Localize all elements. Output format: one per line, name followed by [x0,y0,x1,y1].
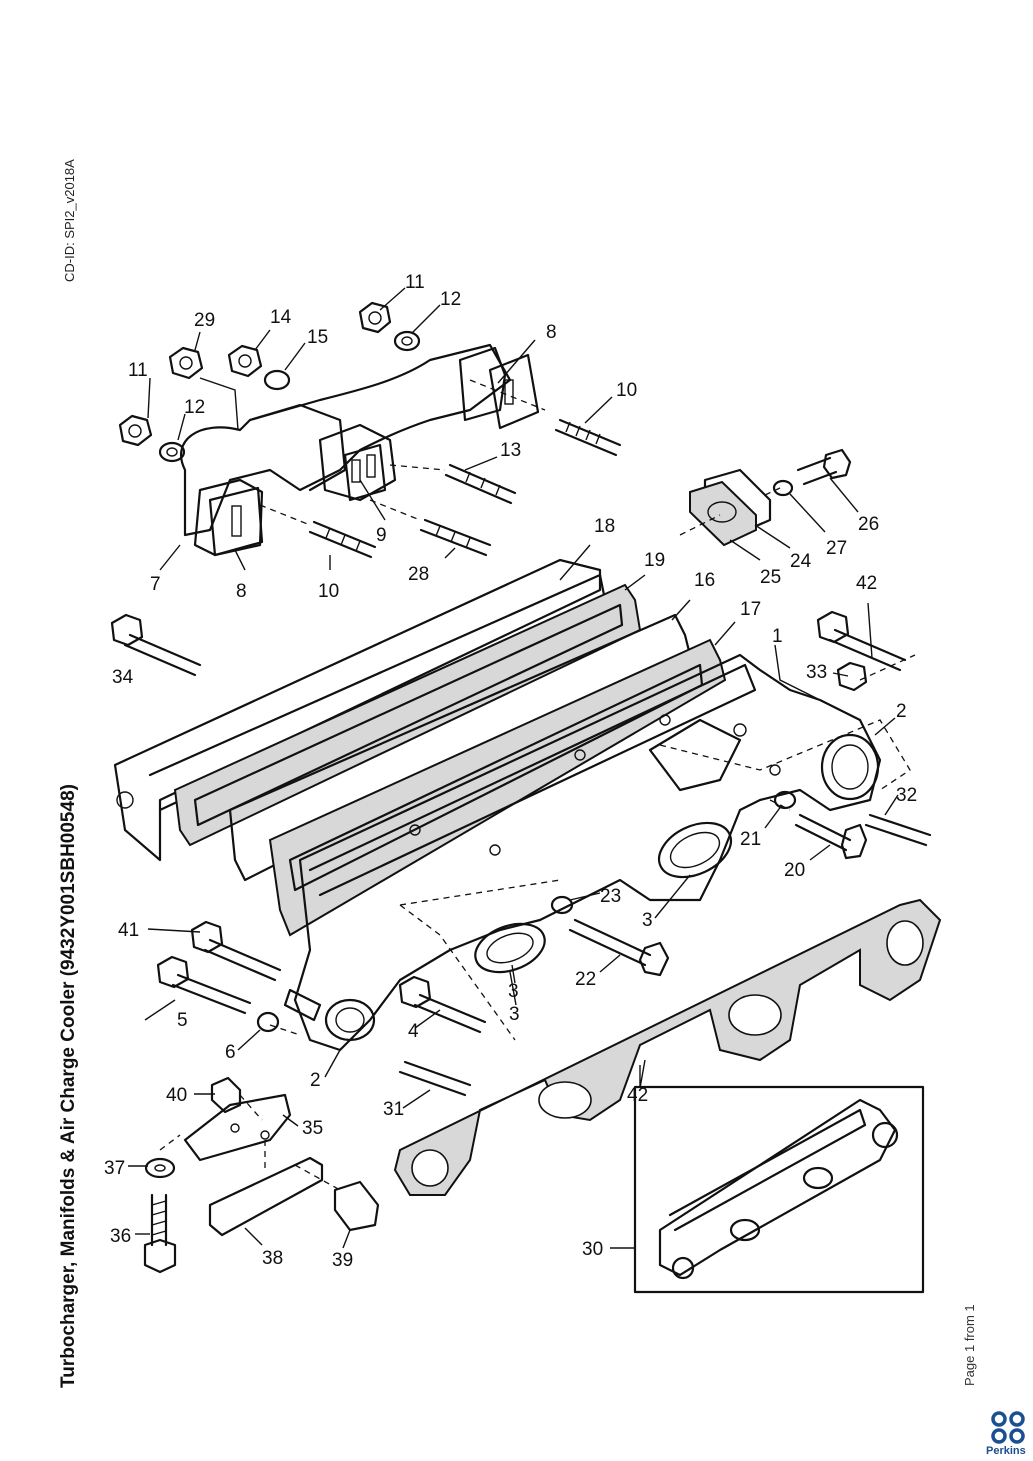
callout-40: 40 [166,1085,187,1106]
callout-16: 16 [694,570,715,591]
callout-2: 2 [310,1070,321,1091]
callout-39: 39 [332,1250,353,1271]
brand-name: Perkins [986,1445,1026,1457]
callout-33: 33 [806,662,827,683]
callout-15: 15 [307,327,328,348]
callout-8: 8 [236,581,247,602]
callout-37: 37 [104,1158,125,1179]
cover-plate-assembly [689,448,852,547]
callout-11: 11 [128,360,148,381]
callout-3: 3 [508,981,519,1002]
callout-18: 18 [594,516,615,537]
callout-21: 21 [740,829,761,850]
stud-set [308,418,622,559]
nut-and-washer-group-top [118,301,421,463]
callout-11: 11 [405,272,425,293]
callout-34: 34 [112,667,134,688]
callout-25: 25 [760,567,781,588]
leader-lines [128,287,899,1249]
callout-36: 36 [110,1226,131,1247]
callout-20: 20 [784,860,805,881]
air-charge-cooler-stack [113,558,727,937]
callout-labels: 11 12 8 10 29 14 15 11 12 13 9 7 8 10 28… [104,272,917,1271]
callout-7: 7 [150,574,161,595]
callout-3: 3 [642,910,653,931]
callout-3: 3 [509,1004,520,1025]
manifold-gasket [393,898,942,1196]
callout-28: 28 [408,564,429,585]
callout-22: 22 [575,969,596,990]
callout-23: 23 [600,886,621,907]
callout-38: 38 [262,1248,283,1269]
exhaust-manifold [293,653,882,1052]
callout-35: 35 [302,1118,323,1139]
callout-4: 4 [408,1021,419,1042]
callout-5: 5 [177,1010,188,1031]
callout-19: 19 [644,550,665,571]
bracket-assembly [143,1076,380,1274]
callout-29: 29 [194,310,215,331]
turbo-exhaust-elbow [179,343,540,557]
callout-13: 13 [500,440,521,461]
callout-27: 27 [826,538,847,559]
callout-6: 6 [225,1042,236,1063]
callout-26: 26 [858,514,879,535]
callout-2: 2 [896,701,907,722]
perkins-logo: Perkins [986,1410,1030,1460]
callout-14: 14 [270,307,292,328]
callout-17: 17 [740,599,761,620]
callout-32: 32 [896,785,917,806]
callout-8: 8 [546,322,557,343]
callout-42: 42 [627,1085,648,1106]
callout-30: 30 [582,1239,603,1260]
callout-42: 42 [856,573,877,594]
inset-manifold-box [633,1085,925,1294]
callout-10: 10 [616,380,637,401]
callout-10: 10 [318,581,339,602]
callout-31: 31 [383,1099,404,1120]
callout-12: 12 [184,397,205,418]
perkins-logo-mark [991,1411,1025,1444]
callout-12: 12 [440,289,461,310]
assembly-guide-lines [159,379,916,1191]
callout-1: 1 [772,626,783,647]
callout-9: 9 [376,525,387,546]
callout-24: 24 [790,551,812,572]
callout-41: 41 [118,920,139,941]
